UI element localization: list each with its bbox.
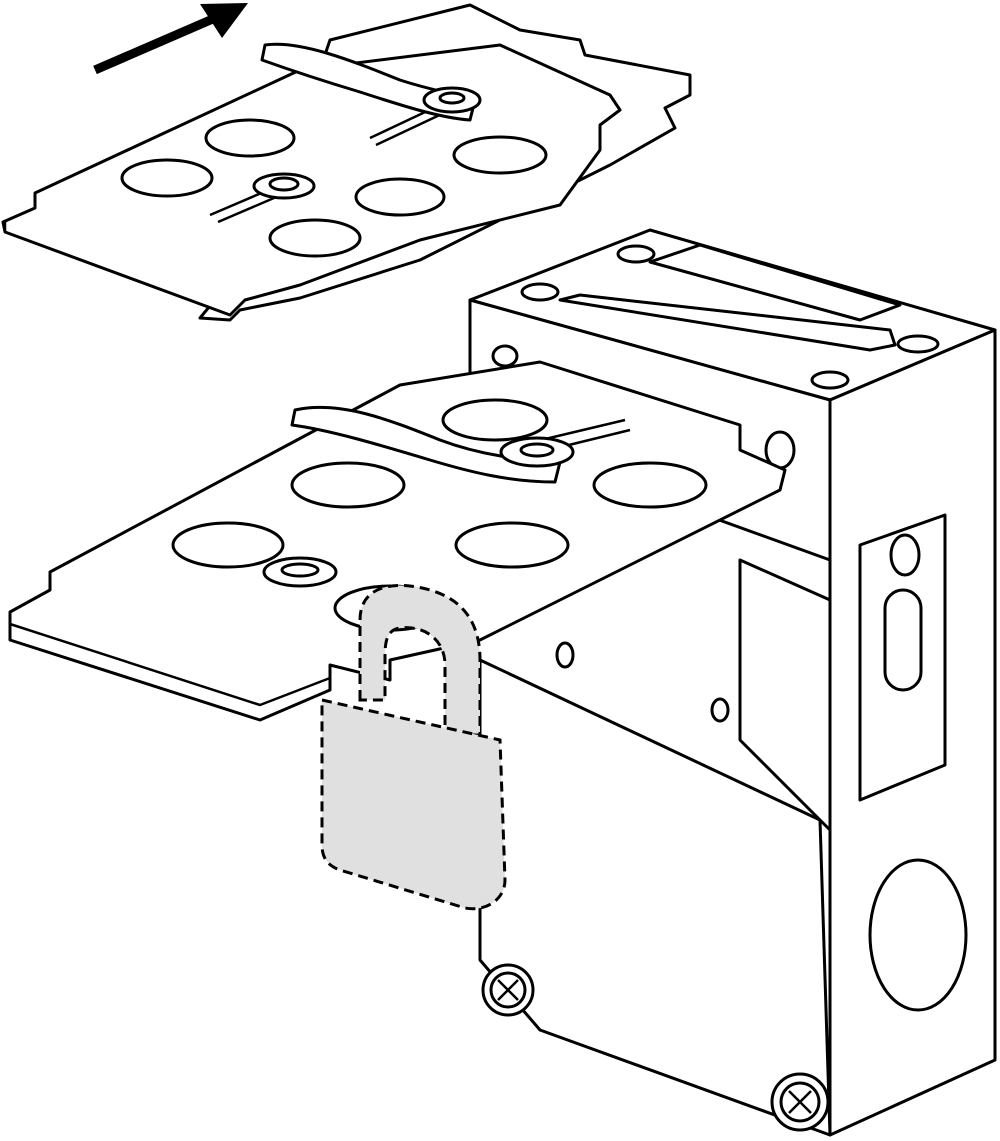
cable-entry-port	[868, 858, 968, 1012]
screw-icon	[770, 1072, 830, 1132]
lower-lockout-plate	[8, 360, 787, 722]
padlock-icon	[320, 583, 507, 911]
direction-arrow-icon	[93, 3, 248, 75]
upper-lockout-plate	[1, 3, 692, 322]
screw-icon	[481, 963, 535, 1017]
